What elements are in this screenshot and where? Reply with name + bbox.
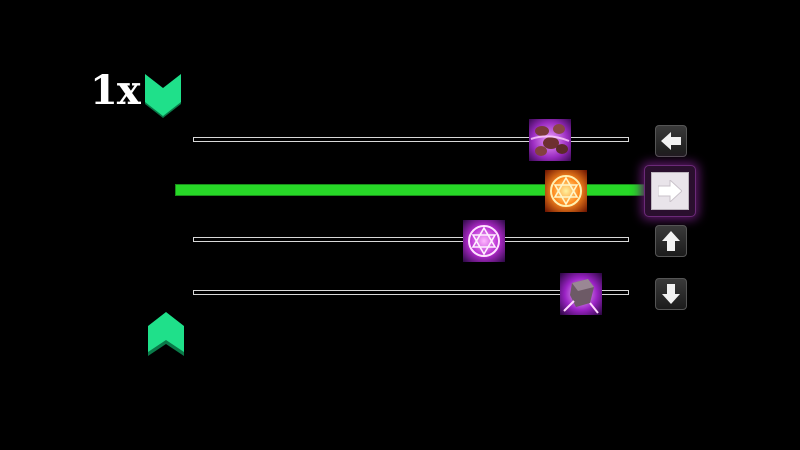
lane-key-up[interactable]: [655, 225, 687, 257]
lane-track-up: [193, 237, 629, 242]
chevron-up-icon[interactable]: [146, 310, 186, 358]
chevron-down-icon[interactable]: [143, 74, 183, 122]
arrow-left-icon: [661, 132, 681, 150]
fire-hexagram-skill-icon: [545, 170, 587, 212]
speed-multiplier-label: 1x: [90, 67, 141, 114]
arrow-up-icon: [662, 231, 680, 251]
lane-track-right: [176, 185, 648, 195]
lane-track-down: [193, 290, 629, 295]
arrow-right-icon: [658, 180, 682, 202]
purple-fist-skill-icon: [560, 273, 602, 315]
lane-key-left[interactable]: [655, 125, 687, 157]
lane-key-right-face: [651, 172, 689, 210]
arrow-down-icon: [662, 284, 680, 304]
lane-key-right[interactable]: [644, 165, 696, 217]
purple-stones-skill-icon: [529, 119, 571, 161]
lane-track-left: [193, 137, 629, 142]
purple-hexagram-skill-icon: [463, 220, 505, 262]
lane-key-down[interactable]: [655, 278, 687, 310]
